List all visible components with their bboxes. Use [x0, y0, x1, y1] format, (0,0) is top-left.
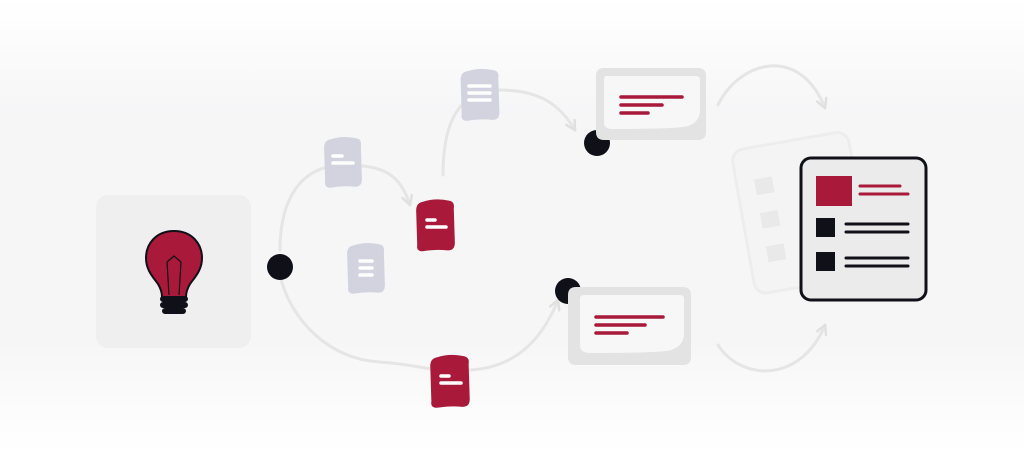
lightbulb-icon — [144, 229, 204, 314]
junction-dot-idea — [267, 254, 293, 280]
message-card-icon — [568, 287, 691, 365]
connector-bottom-card-to-report — [716, 323, 825, 373]
document-icon — [347, 243, 385, 294]
connector-to-top-card — [441, 88, 577, 177]
document-icon — [430, 354, 470, 408]
report-document-icon — [799, 156, 928, 302]
document-icon — [324, 137, 362, 188]
idea-tile — [96, 195, 251, 348]
message-card-icon — [596, 68, 706, 140]
document-icon — [460, 68, 500, 121]
connector-lines — [278, 64, 825, 373]
document-icon — [416, 199, 455, 252]
connector-lower-branch — [278, 273, 442, 372]
connector-top-card-to-report — [716, 64, 825, 110]
connector-to-bottom-card — [468, 298, 558, 372]
